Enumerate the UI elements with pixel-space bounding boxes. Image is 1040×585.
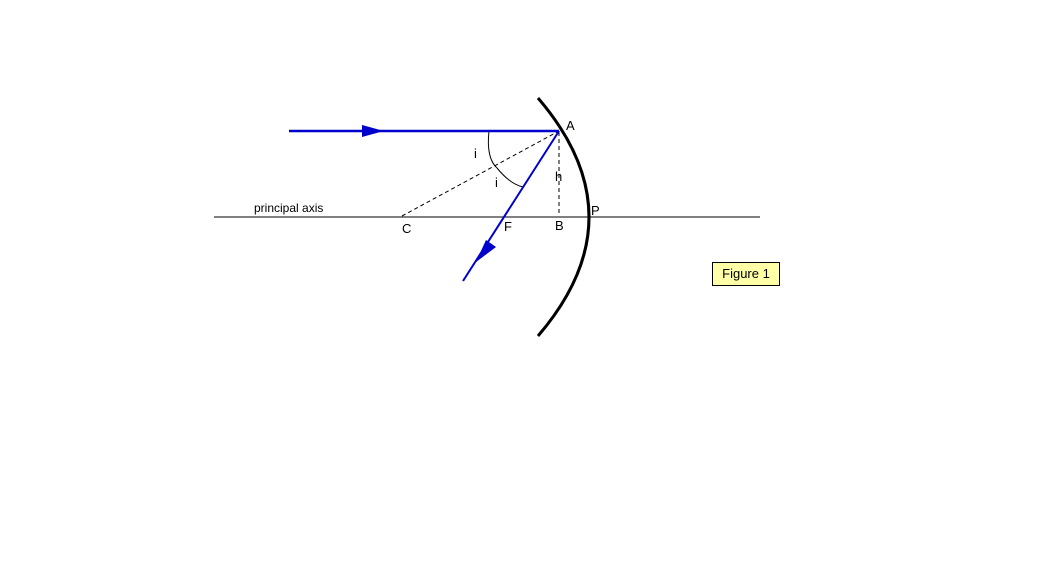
angle-arc-incident <box>487 130 498 169</box>
reflected-ray-arrow <box>476 240 496 262</box>
angle-i-lower-label: i <box>495 175 498 190</box>
figure-caption: Figure 1 <box>712 262 780 286</box>
angle-arc-reflected <box>496 167 524 188</box>
reflected-ray <box>462 130 560 282</box>
height-h-label: h <box>555 169 562 184</box>
angle-i-upper-label: i <box>474 146 477 161</box>
point-f-label: F <box>504 219 512 234</box>
point-p-label: P <box>591 203 600 218</box>
incident-ray-arrow <box>362 125 384 137</box>
normal-dashed-line <box>401 130 560 217</box>
point-a-label: A <box>566 118 575 133</box>
concave-mirror <box>536 97 591 337</box>
point-c-label: C <box>402 221 411 236</box>
principal-axis-label: principal axis <box>254 201 323 215</box>
point-b-label: B <box>555 218 564 233</box>
